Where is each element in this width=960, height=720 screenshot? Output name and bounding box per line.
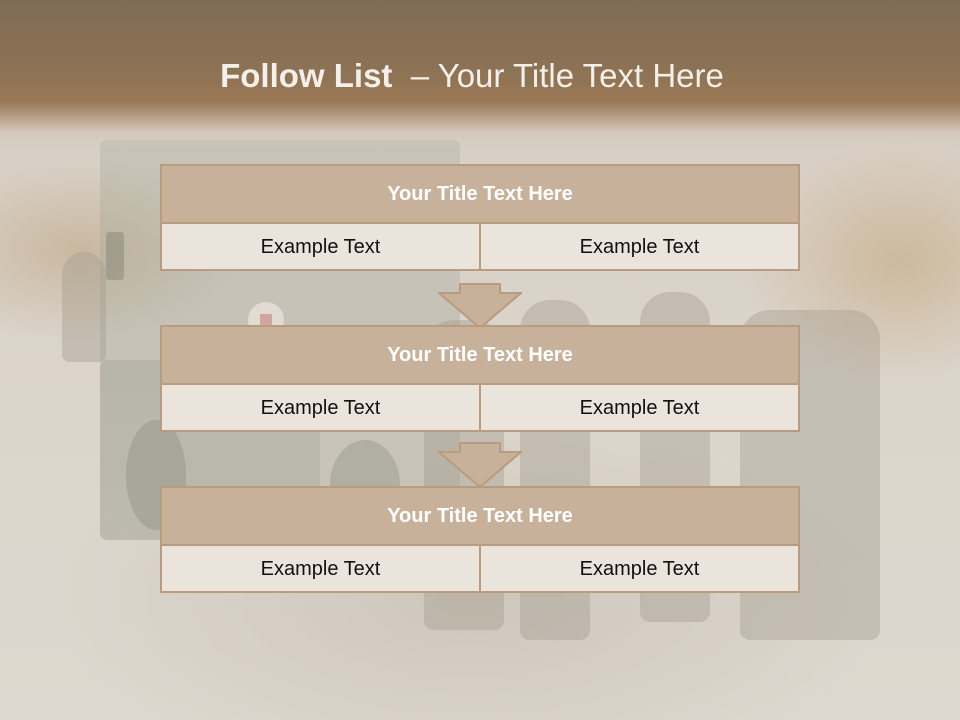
down-arrow-icon	[438, 442, 522, 488]
list-block-row: Example Text Example Text	[162, 546, 798, 593]
list-block-title: Your Title Text Here	[162, 166, 798, 224]
list-block-3: Your Title Text Here Example Text Exampl…	[160, 486, 800, 593]
slide-title-bold: Follow List	[220, 57, 393, 94]
title-banner: Follow List – Your Title Text Here	[0, 0, 960, 150]
down-arrow-icon	[438, 283, 522, 329]
list-block-1: Your Title Text Here Example Text Exampl…	[160, 164, 800, 271]
list-block-right-text: Example Text	[479, 385, 798, 432]
background-truck-mirror	[106, 232, 124, 280]
slide-title: Follow List – Your Title Text Here	[0, 54, 944, 98]
list-block-title: Your Title Text Here	[162, 327, 798, 385]
list-block-left-text: Example Text	[260, 236, 381, 258]
list-block-title: Your Title Text Here	[162, 488, 798, 546]
list-block-2: Your Title Text Here Example Text Exampl…	[160, 325, 800, 432]
list-block-row: Example Text Example Text	[162, 224, 798, 271]
background-soldier	[62, 252, 106, 362]
list-block-left-text: Example Text	[260, 397, 381, 419]
list-block-row: Example Text Example Text	[162, 385, 798, 432]
list-block-right-text: Example Text	[479, 546, 798, 593]
list-block-left-text: Example Text	[260, 558, 381, 580]
slide-title-rest: – Your Title Text Here	[410, 57, 724, 94]
list-block-right-text: Example Text	[479, 224, 798, 271]
